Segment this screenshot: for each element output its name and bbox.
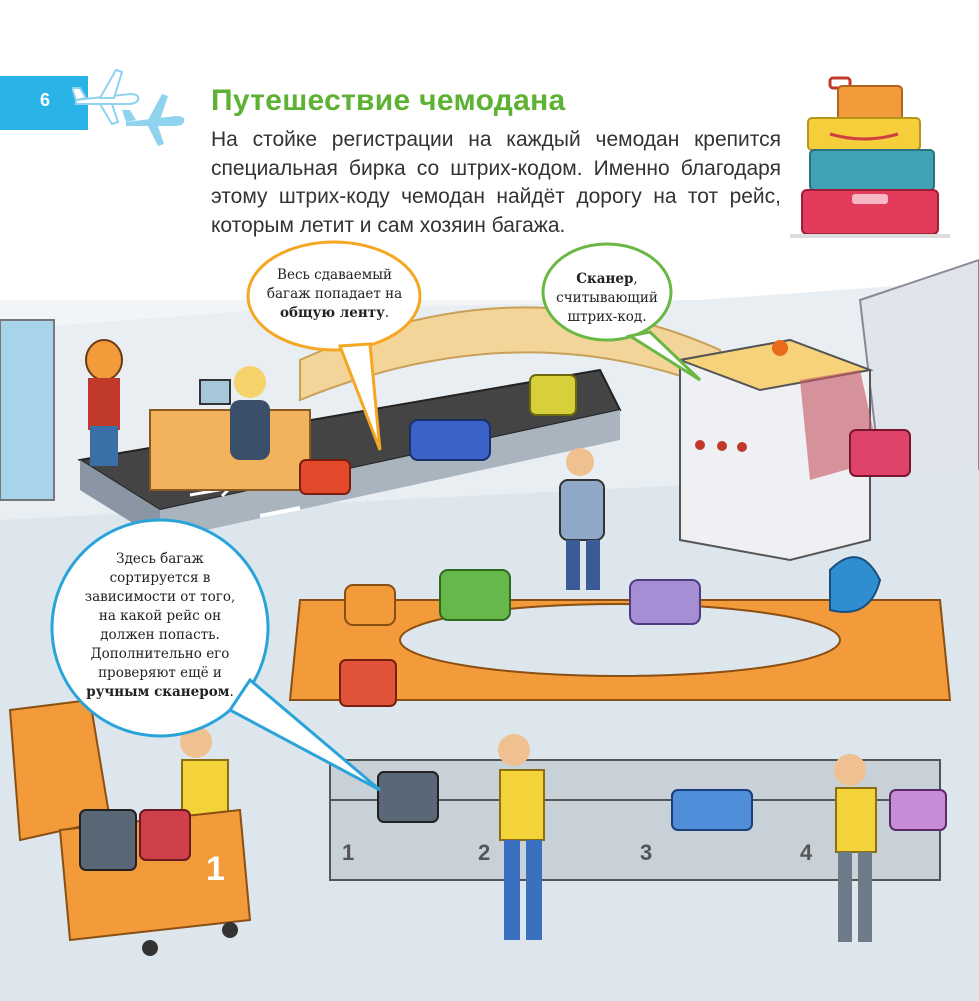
chute-number: 1 [342,840,354,865]
speech-bubble-sorting [50,518,270,738]
suitcase-grey [377,771,439,823]
worker-with-hand-scanner [498,734,530,766]
page-tab [0,76,88,130]
tiger-character [85,339,123,381]
window [0,319,55,501]
scanner-caption: Сканер, считывающий штрих-код. [556,271,658,325]
suitcase-stack-illustration [790,76,950,238]
suitcase-green [439,569,511,621]
chute-number: 4 [800,840,813,865]
speech-bubble-scanner [541,242,673,342]
sorting-chutes [329,759,941,881]
worker-loading-cart [180,726,212,758]
cart-number: 1 [206,850,225,888]
speech-bubble-belt [246,240,422,352]
airplane-icon [122,94,185,146]
airplane-icon [72,68,140,126]
suitcase-purple [629,579,701,625]
suitcase-red [299,459,351,495]
belt-caption: Весь сдаваемый багаж попадает на общую л… [266,267,403,321]
chute-number: 3 [640,840,652,865]
boy-passenger [566,448,594,476]
intro-paragraph: На стойке регистрации на каждый чемодан … [211,128,781,237]
suitcase-yellow [529,374,577,416]
page-title: Путешествие чемодана [211,84,566,117]
sorting-caption: Здесь багаж сортируется в зависимости от… [84,551,236,700]
suitcase-blue [409,419,491,461]
worker-carrying-suitcase [834,754,866,786]
chute-number: 2 [478,840,490,865]
baggage-handling-scene: 1 2 3 4 1 [0,240,979,1001]
page-number: 6 [40,90,51,110]
suitcase-pink [849,429,911,477]
